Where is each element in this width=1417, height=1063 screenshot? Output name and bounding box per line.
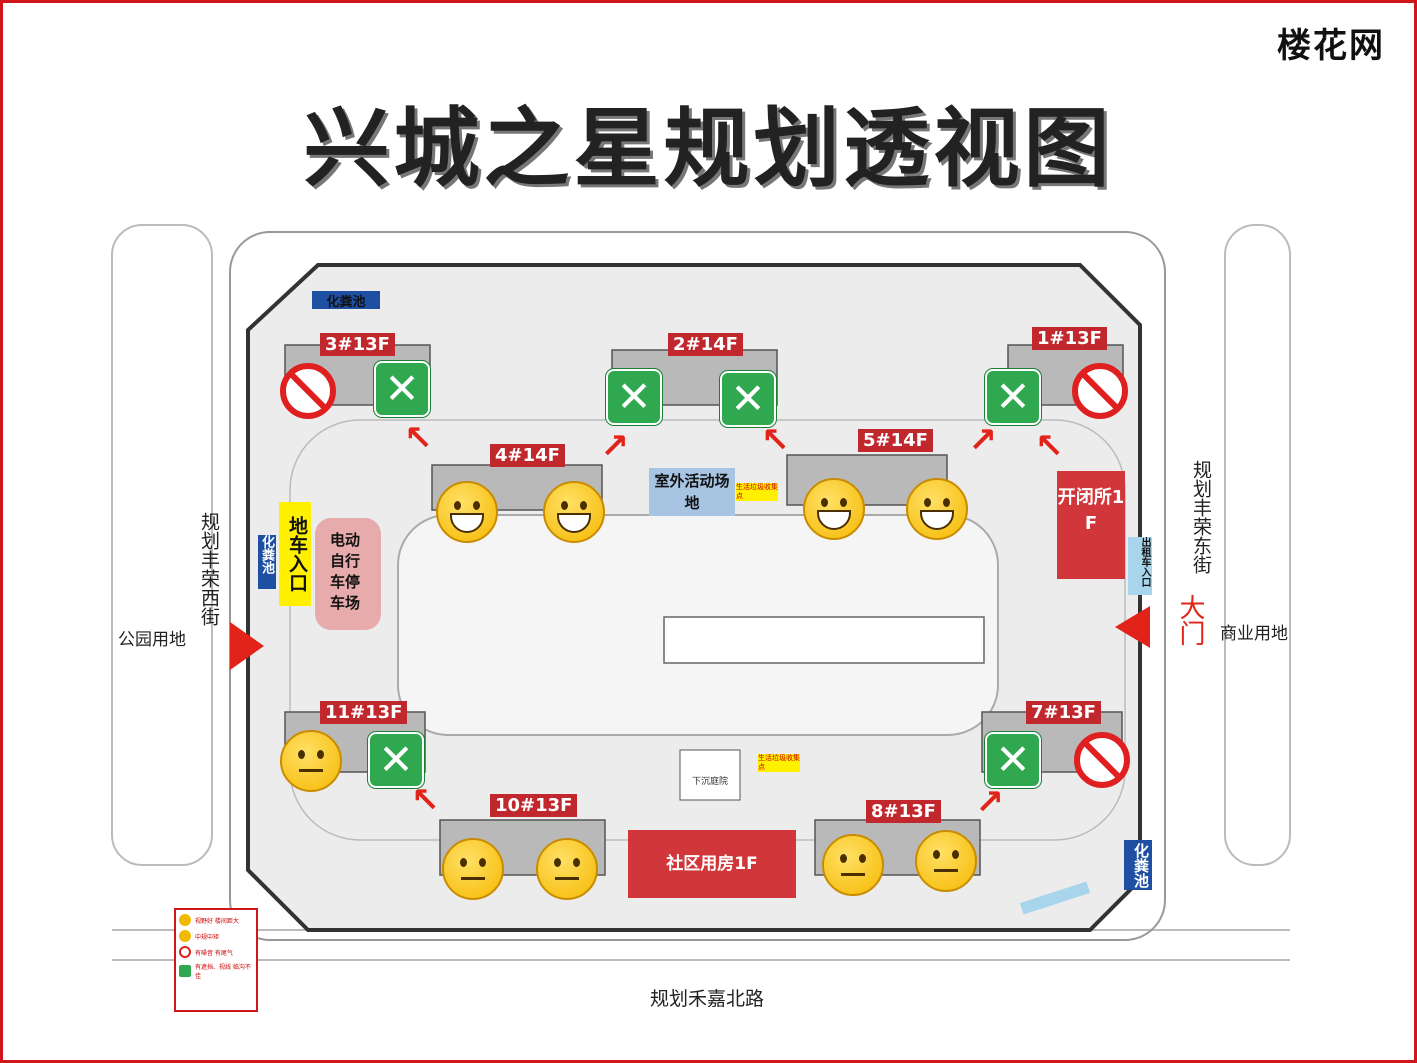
x-icon: ✕ [985,732,1041,788]
bike-parking: 电动自行车停车场 [330,531,361,612]
grin-emoji [906,478,968,540]
building-label-2: 2#14F [668,333,743,356]
x-icon: ✕ [985,369,1041,425]
building-label-5: 5#14F [858,429,933,452]
community-room: 社区用房1F [628,830,796,898]
grin-emoji [803,478,865,540]
no-icon [1072,363,1128,419]
switch-station: 开闭所1F [1057,471,1125,579]
x-icon: ✕ [374,361,430,417]
east-land-label: 商业用地 [1220,624,1288,644]
x-icon [179,965,191,977]
sunken-yard: 下沉庭院 [691,777,728,787]
outdoor-activity-area: 室外活动场地 [649,468,735,516]
legend-item: 有噪音 有尾气 [179,946,253,958]
building-label-1: 1#13F [1032,327,1107,350]
building-label-10: 10#13F [490,794,578,817]
x-icon: ✕ [720,371,776,427]
grin-emoji [179,914,191,926]
neutral-emoji [536,838,598,900]
legend-item: 视野好 楼间距大 [179,914,253,926]
septic-tank-nw: 化粪池 [312,291,380,310]
septic-tank-w: 化粪池 [258,535,276,589]
trash-point-1: 生活垃圾收集点 [736,483,778,501]
south-road-label: 规划禾嘉北路 [650,988,765,1010]
map-legend: 视野好 楼间距大 中规中矩 有噪音 有尾气 有遮挡、视线 临沟不佳 [174,908,258,1012]
septic-tank-se: 化粪池 [1124,840,1152,890]
building-label-3: 3#13F [320,333,395,356]
west-road-label: 规划丰荣西街 [198,512,220,626]
building-label-11: 11#13F [320,701,408,724]
neutral-emoji [915,830,977,892]
grin-emoji [543,481,605,543]
main-gate-label: 大门 [1175,594,1205,646]
x-icon: ✕ [368,732,424,788]
page-title: 兴城之星规划透视图 [303,99,1114,199]
neutral-emoji [179,930,191,942]
legend-item: 有遮挡、视线 临沟不佳 [179,962,253,980]
neutral-emoji [442,838,504,900]
building-label-8: 8#13F [866,800,941,823]
neutral-emoji [822,834,884,896]
building-label-7: 7#13F [1026,701,1101,724]
no-icon [179,946,191,958]
x-icon: ✕ [606,369,662,425]
legend-item: 中规中矩 [179,930,253,942]
garage-entry: 地车入口 [279,502,311,606]
neutral-emoji [280,730,342,792]
no-icon [280,363,336,419]
west-land-label: 公园用地 [118,630,186,650]
no-icon [1074,732,1130,788]
east-road-label: 规划丰荣东街 [1190,460,1212,574]
brand-logo: 楼花网 [1277,26,1385,66]
trash-point-2: 生活垃圾收集点 [758,754,800,772]
building-label-4: 4#14F [490,444,565,467]
grin-emoji [436,481,498,543]
rental-car-entry: 出租车入口 [1128,537,1152,595]
